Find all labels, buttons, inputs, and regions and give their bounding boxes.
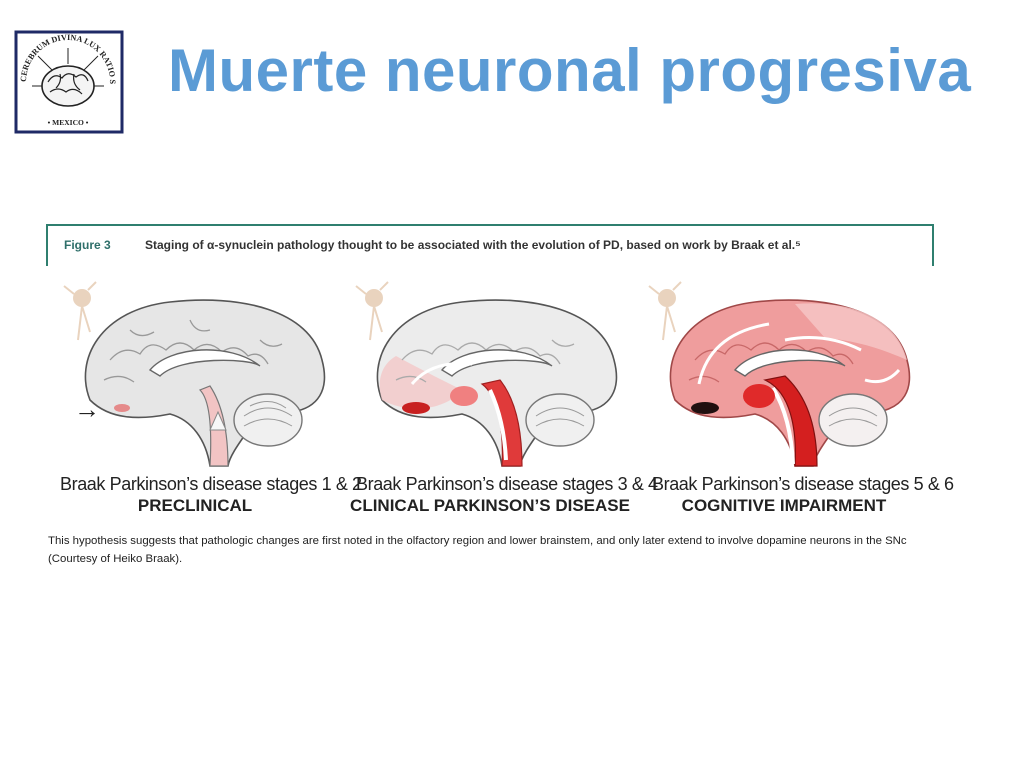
figure-caption: Staging of α-synuclein pathology thought… bbox=[145, 238, 801, 252]
figure-label: Figure 3 bbox=[64, 238, 111, 252]
figure-header: Figure 3 Staging of α-synuclein patholog… bbox=[46, 224, 934, 266]
slide-title: Muerte neuronal progresiva bbox=[168, 37, 972, 104]
stage-label-5-6: Braak Parkinson’s disease stages 5 & 6 bbox=[652, 474, 954, 494]
institution-logo: CEREBRUM DIVINA LUX RATIO SALUS SCIENTIA… bbox=[9, 23, 124, 134]
brain-panel-stage-5-6 bbox=[645, 280, 935, 470]
stage-name-preclinical: PRECLINICAL bbox=[137, 496, 253, 515]
stage-label-1-2: Braak Parkinson’s disease stages 1 & 2 bbox=[60, 474, 362, 494]
neuron-sketch bbox=[63, 281, 97, 341]
stage-label-3-4: Braak Parkinson’s disease stages 3 & 4 bbox=[356, 474, 658, 494]
brain-panel-stage-3-4 bbox=[352, 280, 642, 470]
brain-panel-stage-1-2: → bbox=[60, 280, 350, 470]
hypothesis-text: This hypothesis suggests that pathologic… bbox=[48, 535, 907, 565]
stage-name-cognitive: COGNITIVE IMPAIRMENT bbox=[681, 496, 887, 515]
logo-mexico: • MEXICO • bbox=[48, 118, 89, 127]
olfactory-arrow-icon: → bbox=[74, 394, 100, 424]
stage-name-clinical: CLINICAL PARKINSON’S DISEASE bbox=[350, 496, 630, 515]
